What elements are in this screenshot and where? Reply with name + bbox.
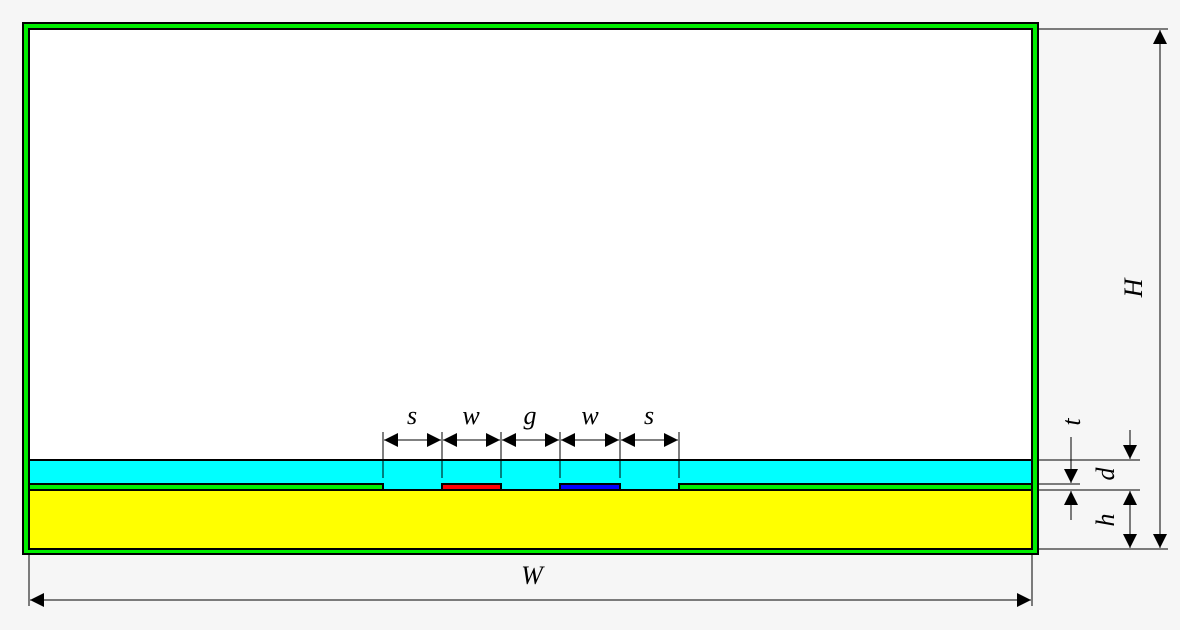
substrate <box>28 489 1033 550</box>
label-H: H <box>1119 277 1148 298</box>
signal-strip-negative <box>559 483 621 491</box>
vertical-dimensions <box>1038 28 1168 550</box>
label-W: W <box>521 561 545 590</box>
label-h: h <box>1091 514 1120 527</box>
label-s-left: s <box>407 401 417 430</box>
horizontal-dimensions <box>28 432 1033 607</box>
label-g: g <box>524 401 537 430</box>
label-w-right: w <box>581 401 599 430</box>
label-s-right: s <box>644 401 654 430</box>
label-t: t <box>1057 418 1086 426</box>
label-w-left: w <box>462 401 480 430</box>
ground-plane-left <box>28 483 384 491</box>
label-d: d <box>1091 467 1120 481</box>
signal-strip-positive <box>441 483 502 491</box>
ground-plane-right <box>678 483 1033 491</box>
